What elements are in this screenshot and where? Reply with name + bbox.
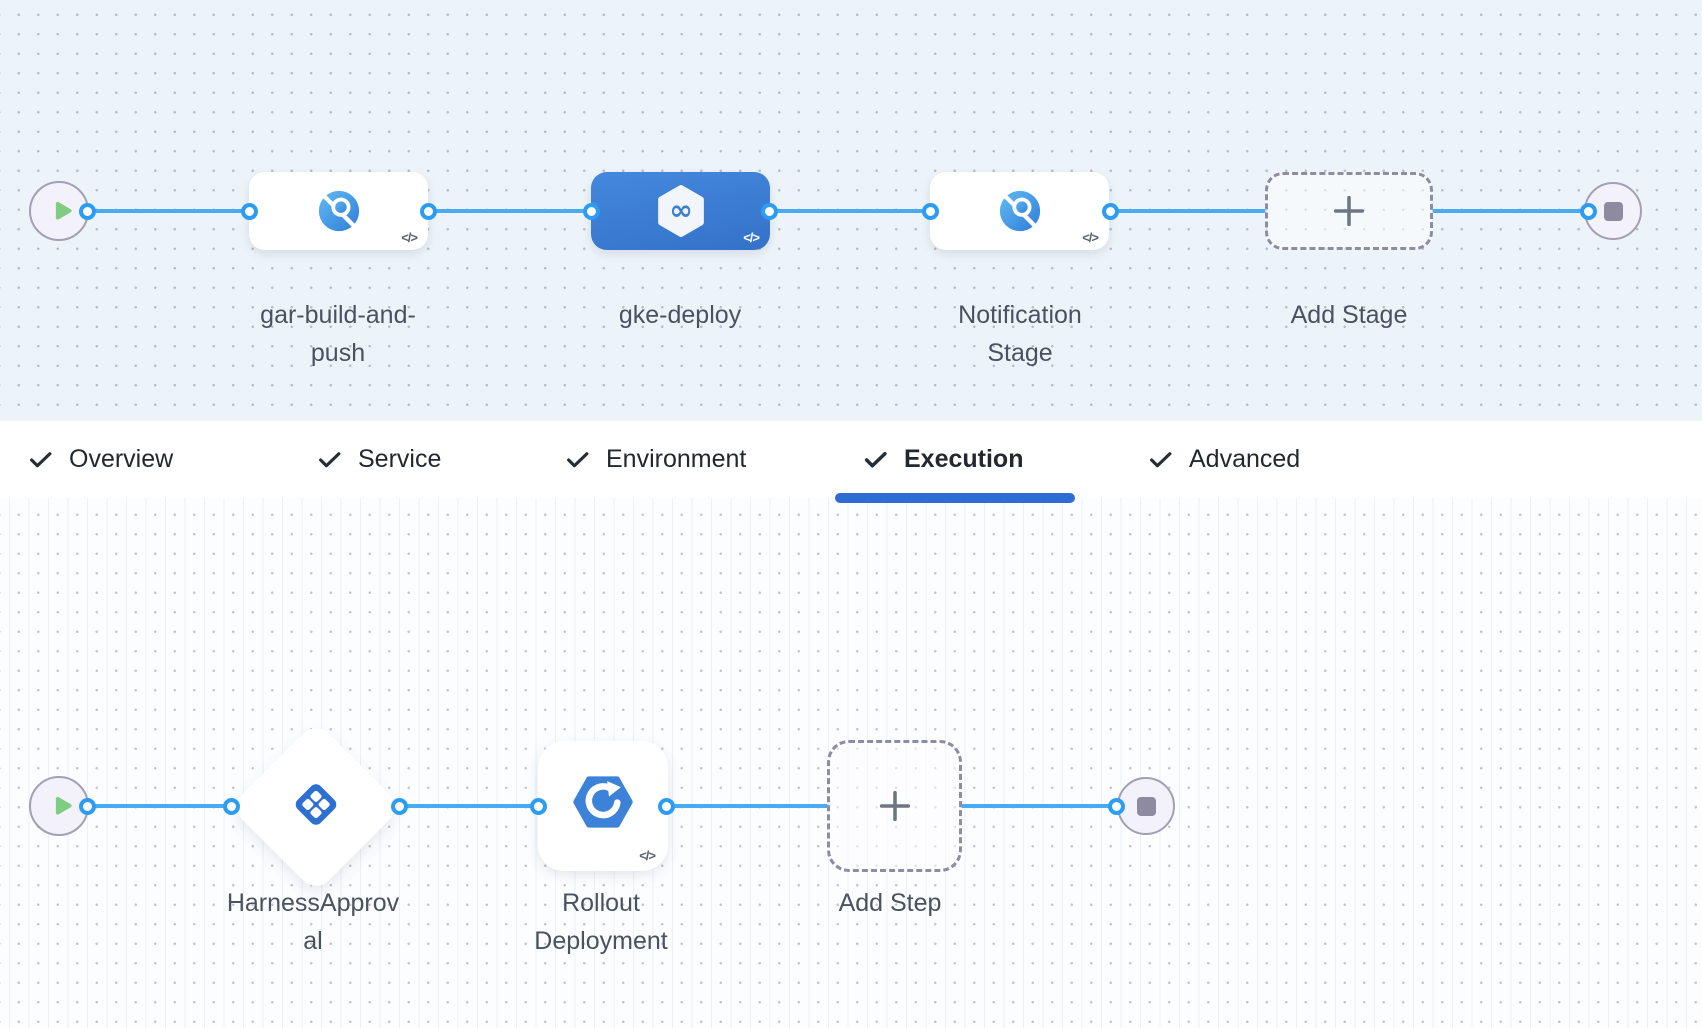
approval-step-icon [293, 782, 339, 833]
plus-icon [1333, 195, 1365, 227]
deploy-stage-icon: ∞ [657, 185, 704, 237]
connector-port [529, 797, 547, 815]
connector-port [1101, 202, 1119, 220]
tab-label: Execution [904, 445, 1024, 473]
stage-node-gar-build-and-push[interactable]: </> [249, 172, 428, 250]
add-step-label: Add Step [838, 889, 942, 917]
stage-node-notification-stage[interactable]: </> [930, 172, 1109, 250]
code-view-icon[interactable]: </> [743, 230, 760, 245]
edge [960, 804, 1118, 808]
step-label: Rollout Deployment [534, 889, 668, 955]
code-view-icon[interactable]: </> [1082, 230, 1099, 245]
stage-config-tabbar: Overview Service Environment Execution A… [0, 421, 1702, 503]
edge [428, 209, 592, 213]
edge [60, 209, 250, 213]
gke-rollout-icon [573, 776, 633, 828]
edge [666, 804, 829, 808]
tab-overview[interactable]: Overview [28, 421, 173, 498]
tab-label: Advanced [1189, 445, 1301, 473]
connector-port [921, 202, 939, 220]
connector-port [657, 797, 675, 815]
connector-port [760, 202, 778, 220]
check-icon [1150, 452, 1172, 468]
edge [399, 804, 540, 808]
connector-port [240, 202, 258, 220]
connector-port [78, 797, 96, 815]
connector-port [419, 202, 437, 220]
plus-icon [879, 790, 910, 822]
play-icon [55, 796, 72, 815]
edge [1432, 209, 1590, 213]
tab-label: Service [358, 445, 442, 473]
add-stage-label: Add Stage [1290, 301, 1408, 329]
custom-stage-icon [318, 190, 359, 232]
stage-label: Notification Stage [958, 301, 1082, 367]
tab-execution[interactable]: Execution [863, 421, 1023, 498]
code-view-icon[interactable]: </> [639, 848, 656, 863]
code-view-icon[interactable]: </> [401, 230, 418, 245]
tab-label: Environment [606, 445, 747, 473]
connector-port [222, 797, 240, 815]
tab-service[interactable]: Service [317, 421, 441, 498]
custom-stage-icon [999, 190, 1040, 232]
edge [1110, 209, 1266, 213]
tab-environment[interactable]: Environment [565, 421, 746, 498]
connector-port [1579, 202, 1597, 220]
connector-port [1107, 797, 1125, 815]
active-tab-underline [835, 493, 1075, 503]
connector-port [390, 797, 408, 815]
stage-node-gke-deploy[interactable]: ∞ </> [591, 172, 770, 250]
tab-label: Overview [69, 445, 174, 473]
connector-port [582, 202, 600, 220]
check-icon [567, 452, 589, 468]
connector-port [78, 202, 96, 220]
edge [769, 209, 931, 213]
svg-text:∞: ∞ [669, 193, 692, 226]
check-icon [30, 452, 52, 468]
stage-label: gar-build-and-push [260, 301, 416, 367]
play-icon [55, 201, 72, 220]
execution-end-node [1117, 777, 1175, 835]
tab-advanced[interactable]: Advanced [1148, 421, 1300, 498]
stop-icon [1603, 201, 1623, 221]
stage-label: gke-deploy [618, 301, 742, 329]
check-icon [864, 452, 887, 468]
check-icon [319, 452, 341, 468]
edge [60, 804, 232, 808]
stop-icon [1136, 796, 1156, 816]
add-stage-button[interactable] [1265, 172, 1433, 250]
add-step-button[interactable] [827, 740, 962, 872]
step-node-rollout-deployment[interactable]: </> [538, 741, 668, 871]
step-label: HarnessApproval [226, 889, 400, 955]
